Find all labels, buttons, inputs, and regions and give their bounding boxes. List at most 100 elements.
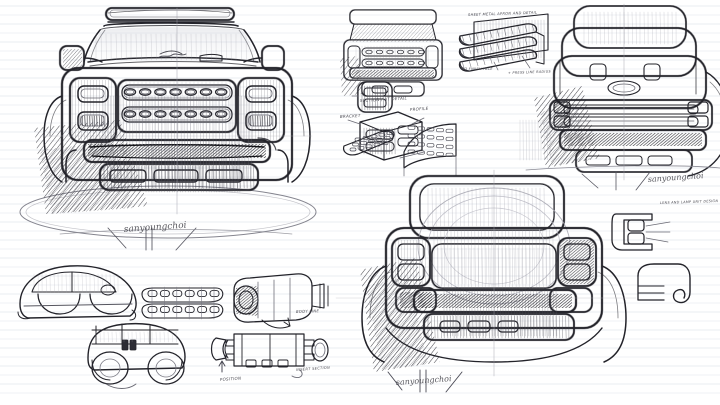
sketch-outline-pass: [575, 149, 693, 173]
shading-stroke: [236, 139, 239, 193]
sketch-outline-pass: [99, 163, 259, 191]
shading-stroke: [439, 187, 441, 227]
shading-stroke: [53, 273, 55, 293]
mesh-cell: [436, 128, 444, 133]
mesh-cell: [362, 136, 370, 140]
shading-stroke: [171, 165, 173, 189]
shading-stroke: [110, 95, 112, 181]
sketch-main-front-elevation: [14, 4, 324, 244]
shading-stroke: [387, 85, 389, 111]
shading-stroke: [510, 315, 513, 339]
grille-slot: [396, 49, 405, 55]
mirror-stalk-right: [243, 57, 263, 63]
shading-stroke: [382, 45, 384, 81]
sketch-side-profile-lower: [78, 318, 190, 390]
shading-stroke: [234, 95, 237, 181]
shadow-hatch-mass: [394, 240, 428, 284]
wheel-rear: [147, 351, 185, 385]
ground-line: [59, 229, 293, 235]
grille-slot-inner: [171, 89, 180, 95]
shading-stroke: [481, 229, 483, 289]
sketch-bracket-block-study: [347, 111, 425, 161]
ground-contact-ticks: [387, 369, 463, 393]
side-mirror: [100, 284, 116, 296]
shading-stroke: [197, 81, 199, 131]
shading-stroke: [531, 187, 533, 227]
mirror-right: [243, 44, 286, 72]
leader-line: [347, 119, 361, 125]
sketch-outline-pass: [69, 77, 117, 143]
grille-slot: [209, 306, 220, 314]
grille-slot: [172, 306, 183, 314]
roof-light-bar: [104, 6, 236, 22]
grille-slot-inner: [186, 89, 196, 95]
mesh-cell: [436, 152, 444, 157]
shading-stroke: [130, 165, 133, 189]
block-slot-side: [397, 137, 419, 147]
fender-right-outer: [287, 99, 305, 137]
shading-stroke: [164, 165, 167, 189]
sketch-grille-mesh-panel: [343, 130, 394, 156]
shading-stroke: [504, 315, 506, 339]
shading-stroke: [519, 289, 521, 337]
lamp-lens-upper: [627, 219, 645, 232]
shading-stroke: [467, 229, 469, 289]
slab-rib: [503, 54, 507, 62]
shading-stroke: [374, 127, 377, 155]
sketch-rear-elevation: [344, 166, 624, 398]
sketch-bumper-corner-detail: [352, 78, 398, 118]
mesh-cell: [426, 143, 435, 148]
shading-stroke: [236, 165, 238, 189]
mesh-cell: [407, 149, 416, 154]
mesh-cell: [445, 136, 454, 141]
grille-row-outline: [141, 303, 224, 319]
housing-rib: [241, 333, 297, 367]
grille-slot-inner: [201, 89, 211, 95]
mesh-cell: [407, 141, 416, 146]
handle-lower-leg: [637, 275, 665, 301]
grille-slot-inner: [125, 111, 135, 117]
shading-stroke: [110, 165, 112, 189]
shadow-hatch-mass: [63, 49, 82, 68]
shading-stroke: [369, 127, 371, 155]
shading-stroke: [180, 95, 182, 181]
shading-stroke: [144, 165, 146, 189]
wheel-arch-front: [37, 293, 81, 315]
ground-contact-ticks: [107, 227, 197, 251]
headlamp-upper-left: [77, 85, 109, 103]
grille-slot-inner: [216, 89, 226, 95]
shading-stroke: [527, 289, 530, 337]
shading-stroke: [552, 315, 554, 339]
sketch-outline-pass: [419, 183, 555, 231]
shading-stroke: [403, 45, 405, 81]
valance-vent: [393, 85, 413, 94]
grille-slot: [159, 290, 170, 298]
shadow-hatch-mass: [564, 133, 702, 146]
shading-stroke: [98, 115, 101, 127]
shading-stroke: [525, 19, 527, 59]
slab-rib: [517, 51, 521, 60]
connector-pin: [261, 359, 273, 368]
shading-stroke: [475, 187, 477, 227]
shading-stroke: [547, 289, 549, 337]
shading-stroke: [494, 315, 497, 339]
shading-stroke: [513, 247, 515, 285]
sketch-outline-pass: [561, 27, 697, 77]
mirror-stalk-left: [83, 57, 103, 63]
shading-stroke: [468, 289, 470, 337]
shading-stroke: [460, 229, 463, 289]
slab-rib: [475, 45, 479, 54]
annotation-grille-stack-top: SHEET METAL APRON AND DETAIL: [468, 11, 537, 17]
mesh-cell: [407, 133, 416, 138]
shading-stroke: [115, 331, 117, 343]
tail-lamp-right: [556, 236, 598, 288]
shading-stroke: [523, 315, 525, 339]
mesh-cell: [426, 127, 435, 132]
shading-stroke: [409, 45, 411, 81]
shading-stroke: [467, 187, 469, 227]
grille-slot-inner: [140, 111, 150, 117]
shading-stroke: [505, 289, 507, 337]
sketch-grille-mesh-curved: [399, 123, 457, 177]
shading-stroke: [482, 289, 484, 337]
